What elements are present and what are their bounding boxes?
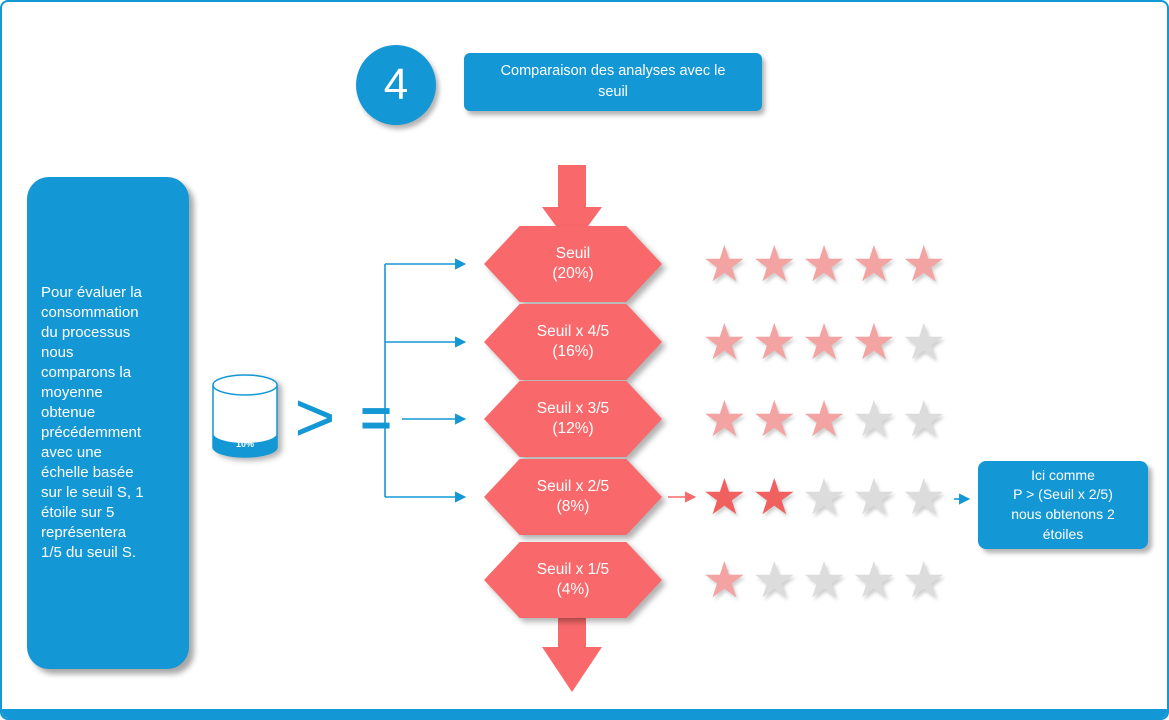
description-panel: Pour évaluer la consommation du processu… <box>27 177 189 669</box>
star-empty-icon: ★ <box>901 551 947 609</box>
star-filled-icon: ★ <box>801 313 847 371</box>
star-filled-icon: ★ <box>751 235 797 293</box>
star-filled-icon: ★ <box>901 235 947 293</box>
star-filled-icon: ★ <box>702 313 747 371</box>
star-filled-icon: ★ <box>851 235 897 293</box>
star-rating-row-1: ★★★★★ <box>702 548 946 612</box>
description-text: Pour évaluer la consommation du processu… <box>41 284 144 561</box>
slide-title: Comparaison des analyses avec le seuil <box>500 62 726 100</box>
star-filled-icon: ★ <box>801 235 847 293</box>
equals-symbol: = <box>360 388 392 448</box>
step-number: 4 <box>383 60 409 109</box>
star-filled-icon: ★ <box>751 390 797 448</box>
star-rating-row-4: ★★★★★ <box>702 310 946 374</box>
threshold-hexagon-seuil-20: Seuil (20%) <box>484 226 662 302</box>
threshold-hexagon-seuil-8: Seuil x 2/5 (8%) <box>484 459 662 535</box>
threshold-label: Seuil x 2/5 (8%) <box>536 477 610 515</box>
star-empty-icon: ★ <box>851 390 897 448</box>
threshold-label: Seuil x 4/5 (16%) <box>536 322 610 360</box>
cylinder-value-label: 10% <box>236 439 254 449</box>
star-filled-icon: ★ <box>751 313 797 371</box>
star-empty-icon: ★ <box>901 313 947 371</box>
star-filled-icon: ★ <box>801 390 847 448</box>
step-number-badge: 4 <box>356 45 436 125</box>
star-filled-icon: ★ <box>702 390 747 448</box>
star-empty-icon: ★ <box>901 390 947 448</box>
star-empty-icon: ★ <box>751 551 797 609</box>
database-cylinder-icon: 10% <box>212 373 278 464</box>
star-filled-icon: ★ <box>851 313 897 371</box>
threshold-hexagon-seuil-12: Seuil x 3/5 (12%) <box>484 381 662 457</box>
threshold-label: Seuil (20%) <box>552 244 594 282</box>
star-empty-icon: ★ <box>851 468 897 526</box>
slide-title-box: Comparaison des analyses avec le seuil <box>464 53 762 111</box>
star-empty-icon: ★ <box>801 551 847 609</box>
threshold-label: Seuil x 3/5 (12%) <box>536 399 610 437</box>
result-text: Ici comme P > (Seuil x 2/5) nous obtenon… <box>1011 466 1115 542</box>
star-empty-icon: ★ <box>851 551 897 609</box>
star-rating-row-2: ★★★★★ <box>702 465 946 529</box>
star-rating-row-5: ★★★★★ <box>702 232 946 296</box>
threshold-hexagon-seuil-16: Seuil x 4/5 (16%) <box>484 304 662 380</box>
star-filled-icon: ★ <box>702 551 747 609</box>
greater-than-symbol: > <box>294 378 336 456</box>
star-filled-icon: ★ <box>702 235 747 293</box>
result-callout-box: Ici comme P > (Seuil x 2/5) nous obtenon… <box>978 461 1148 549</box>
bottom-accent-bar <box>2 709 1167 718</box>
threshold-label: Seuil x 1/5 (4%) <box>536 560 610 598</box>
star-rating-row-3: ★★★★★ <box>702 387 946 451</box>
star-empty-icon: ★ <box>801 468 847 526</box>
star-empty-icon: ★ <box>901 468 947 526</box>
flow-arrow-down-bottom <box>542 612 602 692</box>
threshold-hexagon-seuil-4: Seuil x 1/5 (4%) <box>484 542 662 618</box>
star-filled-icon: ★ <box>702 468 747 526</box>
star-filled-icon: ★ <box>751 468 797 526</box>
